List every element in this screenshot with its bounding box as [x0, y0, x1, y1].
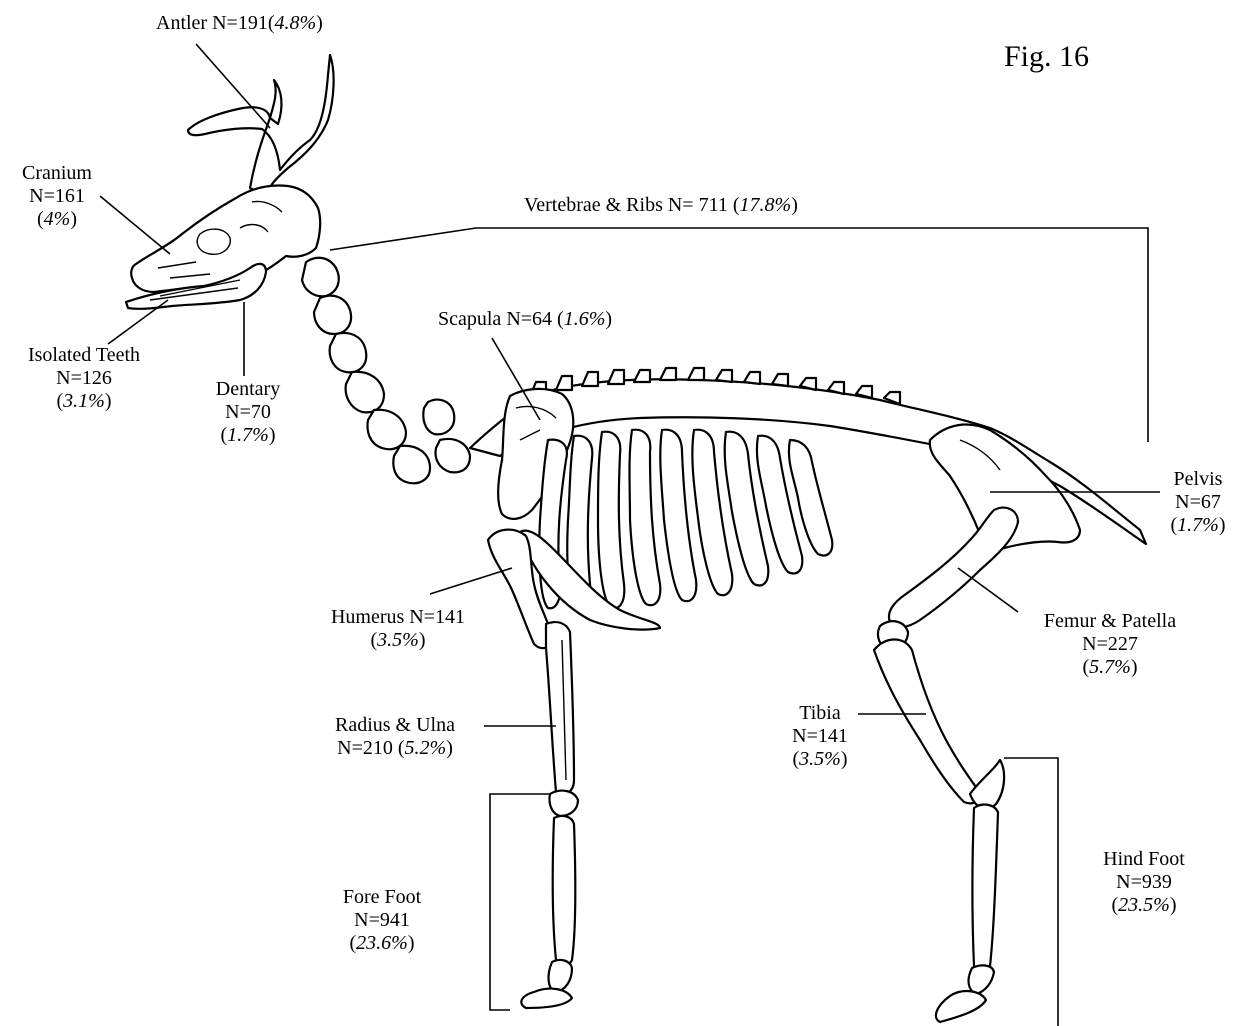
neck-vertebrae [302, 258, 470, 483]
figure-title: Fig. 16 [1004, 40, 1089, 74]
label-humerus: Humerus N=141 3.5% [308, 606, 488, 652]
tibia-bone [874, 640, 979, 804]
label-isolated-teeth: Isolated Teeth N=126 3.1% [4, 344, 164, 413]
cranium-bone [131, 186, 320, 293]
label-dentary: Dentary N=70 1.7% [200, 378, 296, 447]
femur-bone [889, 508, 1018, 627]
label-femur-patella: Femur & Patella N=227 5.7% [1020, 610, 1200, 679]
rib-cage [520, 430, 832, 630]
label-vertebrae-ribs: Vertebrae & Ribs N= 711 17.8% [524, 194, 798, 217]
label-fore-foot: Fore Foot N=941 23.6% [326, 886, 438, 955]
label-radius-ulna: Radius & Ulna N=210 5.2% [304, 714, 486, 760]
label-antler: Antler N=1914.8% [156, 12, 323, 35]
label-tibia: Tibia N=141 3.5% [782, 702, 858, 771]
antler-bone [188, 55, 334, 196]
label-hind-foot: Hind Foot N=939 23.5% [1084, 848, 1204, 917]
label-scapula: Scapula N=64 1.6% [438, 308, 612, 331]
label-cranium: Cranium N=161 4% [10, 162, 104, 231]
label-pelvis: Pelvis N=67 1.7% [1160, 468, 1236, 537]
forefoot-bones [521, 791, 578, 1008]
radius-ulna-bone [546, 622, 574, 794]
